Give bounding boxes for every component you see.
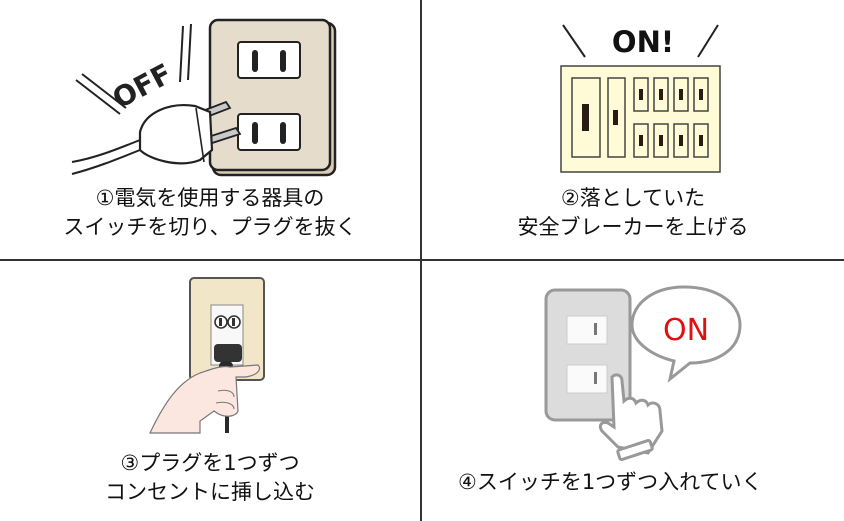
step-4-caption: ④スイッチを1つずつ入れていく <box>458 468 844 497</box>
on-label: ON <box>663 313 709 348</box>
plug-cord <box>71 139 141 163</box>
step-2-caption-line1: ②落としていた <box>560 186 706 210</box>
wall-switch-bottom <box>566 364 608 394</box>
breaker-illustration: ON! <box>560 24 721 173</box>
step-4-panel: ON ④スイッチを1つずつ入れていく <box>422 261 844 521</box>
hand <box>149 364 261 434</box>
outlet-socket-bottom <box>237 113 301 151</box>
outlet-socket-top <box>237 41 301 79</box>
insert-plug-illustration <box>149 277 265 434</box>
step-2-panel: ON! <box>422 0 844 259</box>
step-1-caption-line2: スイッチを切り、プラグを抜く <box>63 215 357 239</box>
step-1-caption-line1: ①電気を使用する器具の <box>95 186 325 210</box>
pointing-hand-icon <box>598 373 664 455</box>
plug-body <box>138 104 214 165</box>
step-2-caption: ②落としていた 安全ブレーカーを上げる <box>422 184 844 242</box>
speech-bubble <box>630 285 742 383</box>
step-1-panel: OFF ①電気を使用する器具の スイッチを切り、プラグを抜く <box>0 0 420 259</box>
emphasis-line <box>697 24 719 58</box>
step-3-caption: ③プラグを1つずつ コンセントに挿し込む <box>0 449 420 507</box>
step-3-panel: ③プラグを1つずつ コンセントに挿し込む <box>0 261 420 521</box>
plug-head <box>214 344 242 362</box>
emphasis-line <box>562 24 586 58</box>
step-2-caption-line2: 安全ブレーカーを上げる <box>517 215 749 239</box>
step-3-caption-line2: コンセントに挿し込む <box>105 480 315 504</box>
step-1-caption: ①電気を使用する器具の スイッチを切り、プラグを抜く <box>0 184 420 242</box>
step-3-caption-line1: ③プラグを1つずつ <box>120 451 300 475</box>
step-4-caption-line1: ④スイッチを1つずつ入れていく <box>458 470 763 494</box>
horizontal-divider <box>0 259 844 261</box>
on-exclaim-label: ON! <box>612 25 674 59</box>
unplug-illustration: OFF <box>71 18 337 177</box>
branch-breakers <box>633 77 709 158</box>
switch-on-illustration: ON <box>544 285 742 461</box>
wall-switch-top <box>566 315 608 345</box>
